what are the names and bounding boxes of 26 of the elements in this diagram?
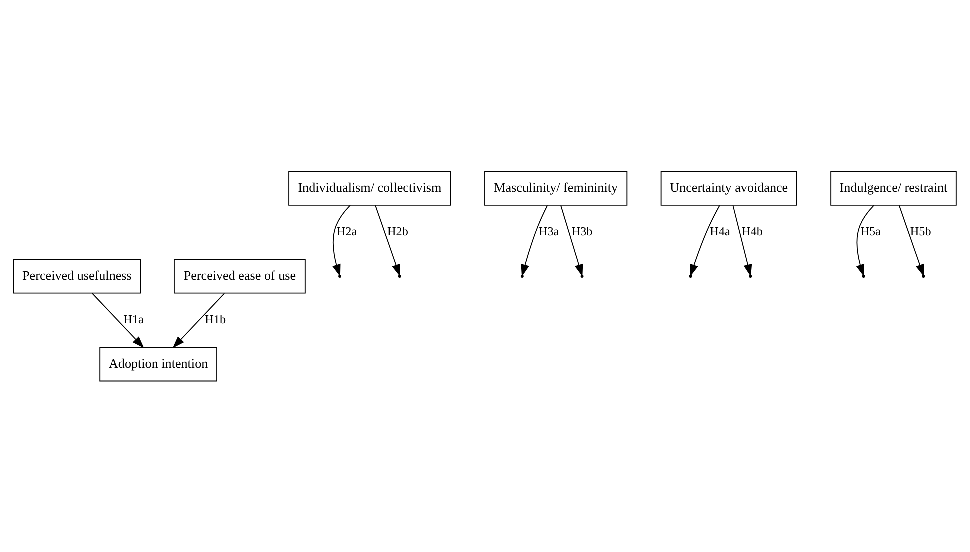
edge-label: H5b <box>910 224 932 238</box>
node-box: Masculinity/ femininity <box>484 170 628 206</box>
arrow <box>856 204 875 276</box>
arrow <box>375 204 400 276</box>
arrow <box>560 204 584 276</box>
node-box: Indulgence/ restraint <box>830 170 957 206</box>
edge-label: H3b <box>572 224 593 238</box>
edge-label: H1a <box>124 312 144 326</box>
node-box: Perceived ease of use <box>174 258 306 294</box>
edge-label: H3a <box>538 224 560 238</box>
edge-label: H2a <box>336 224 358 238</box>
edge-label: H4b <box>742 224 763 238</box>
arrow <box>732 204 752 276</box>
edge-label: H1b <box>205 312 226 326</box>
node-box: Individualism/ collectivism <box>288 170 452 206</box>
node-box: Adoption intention <box>100 346 218 382</box>
node-box: Uncertainty avoidance <box>660 170 798 206</box>
node-box: Perceived usefulness <box>13 258 142 294</box>
edge-label: H5a <box>860 224 881 238</box>
arrow <box>172 292 226 348</box>
arrow <box>898 204 924 276</box>
arrow <box>521 204 548 276</box>
edge-label: H4a <box>710 224 730 238</box>
arrow <box>92 292 144 348</box>
edge-label: H2b <box>388 224 408 238</box>
arrow <box>332 204 351 276</box>
